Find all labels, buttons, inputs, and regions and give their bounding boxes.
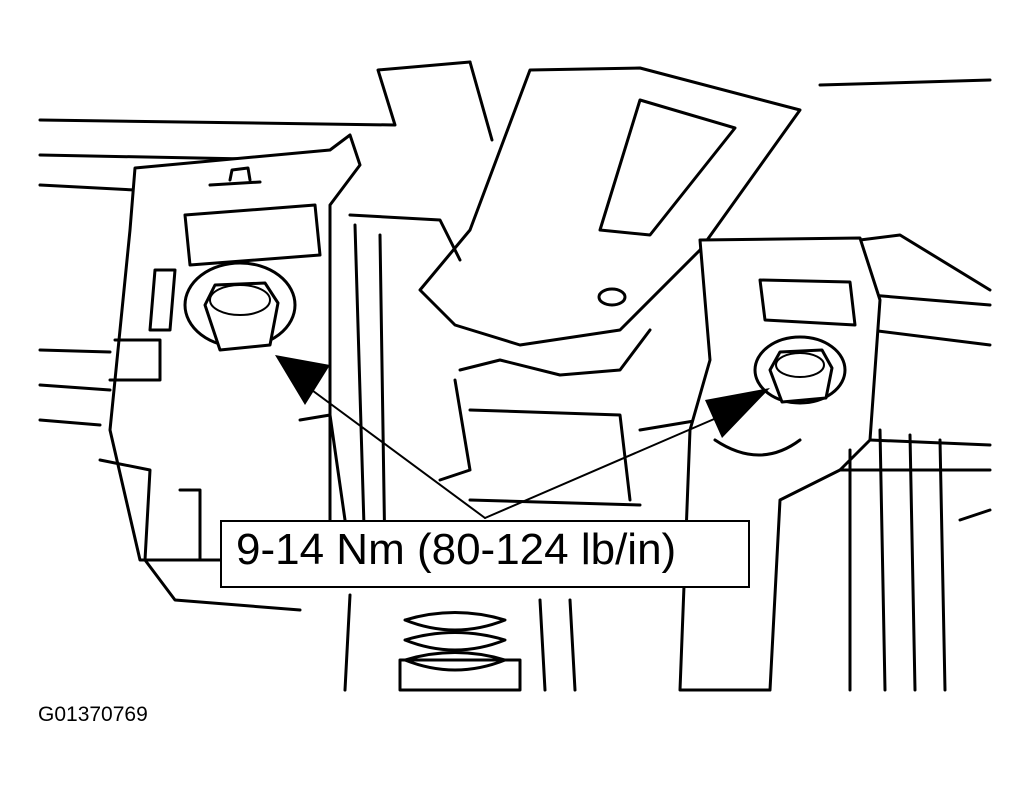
figure-id: G01370769: [38, 703, 148, 726]
right-bolt: [753, 335, 847, 405]
torque-spec-label: 9-14 Nm (80-124 lb/in): [236, 525, 677, 574]
left-bolt: [183, 261, 297, 352]
spring: [343, 593, 577, 692]
lifting-bracket: [418, 66, 802, 347]
torque-callout-leaders: [275, 355, 770, 519]
right-mount-housing: [678, 236, 992, 692]
torque-callout-box: [220, 520, 750, 588]
left-arrowhead-icon: [275, 355, 330, 405]
right-arrowhead-icon: [705, 388, 770, 438]
center-lower-housing: [298, 328, 702, 522]
